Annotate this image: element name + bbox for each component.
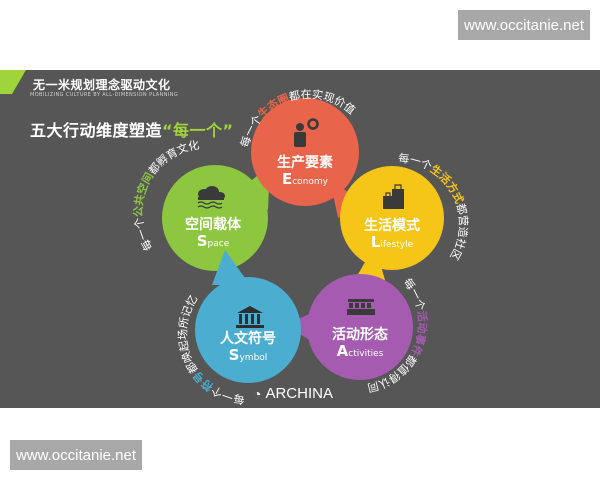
- brand-logo: ◔ ARCHINA: [253, 385, 333, 402]
- space-english: Space: [196, 232, 230, 250]
- page-title: 五大行动维度塑造“每一个”: [30, 121, 234, 140]
- theater-audience-icon: [347, 299, 375, 315]
- cycle-diagram: 每一个生态圈都在实现价值 每一个生活方式都营造社区 每一个活动事件都值得认同 每…: [0, 70, 471, 407]
- header-accent: [0, 70, 26, 94]
- lifestyle-label: 生活模式: [364, 218, 420, 234]
- activities-label: 活动形态: [332, 327, 388, 343]
- space-label: 空间载体: [185, 217, 241, 233]
- trees-water-icon: [197, 186, 225, 209]
- brand-name: ARCHINA: [265, 385, 333, 402]
- people-gear-icon: [294, 118, 319, 147]
- watermark-bottom: www.occitanie.net: [10, 440, 142, 470]
- node-activities: [285, 274, 413, 380]
- activities-english: Activities: [336, 342, 384, 360]
- economy-label: 生产要素: [277, 155, 333, 171]
- lifestyle-english: Lifestyle: [370, 233, 414, 251]
- header-subtitle: MOBILIZING CULTURE BY ALL-DIMENSION PLAN…: [30, 92, 179, 98]
- slide-panel: 每一个生态圈都在实现价值 每一个生活方式都营造社区 每一个活动事件都值得认同 每…: [0, 70, 600, 408]
- header-title: 无一米规划理念驱动文化: [33, 78, 171, 92]
- shopping-bags-icon: [383, 184, 404, 209]
- weibo-icon: ◔: [253, 385, 262, 402]
- node-symbol: [195, 250, 301, 383]
- symbol-english: Symbol: [228, 346, 268, 364]
- economy-english: Economy: [281, 170, 328, 188]
- museum-building-icon: [236, 306, 264, 328]
- symbol-label: 人文符号: [220, 331, 276, 347]
- watermark-top: www.occitanie.net: [458, 10, 590, 40]
